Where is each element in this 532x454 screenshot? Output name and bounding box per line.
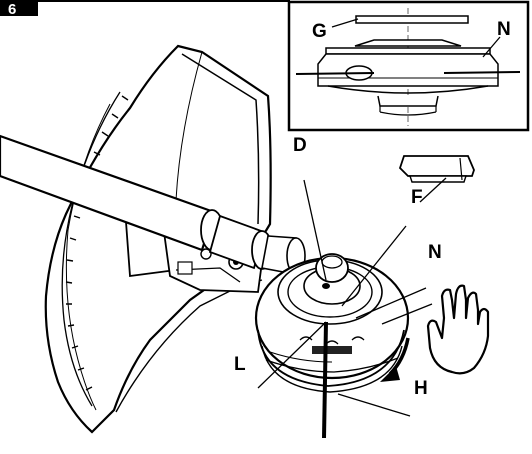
step-number: 6	[8, 1, 16, 18]
trimmer-line	[322, 321, 328, 439]
trimmer-head	[254, 253, 410, 393]
callout-h: H	[414, 378, 428, 399]
spool-nut-part	[398, 155, 475, 183]
spool-hub-part	[295, 39, 521, 116]
callout-l: L	[234, 354, 246, 375]
callout-n-inset: N	[497, 19, 511, 40]
hand-icon	[426, 284, 490, 375]
trimmer-shaft	[0, 134, 306, 275]
callout-n-main: N	[428, 242, 442, 263]
washer-part	[355, 15, 469, 24]
rotation-arrow	[380, 337, 410, 382]
leader-lines	[257, 177, 447, 417]
callout-d: D	[293, 135, 307, 156]
spool-slot	[312, 346, 352, 354]
trimmer-line-inset	[295, 72, 375, 75]
step-badge: 6	[0, 0, 38, 18]
callout-g: G	[312, 21, 327, 42]
callout-f: F	[411, 187, 423, 208]
inset-detail: G N	[287, 0, 530, 132]
